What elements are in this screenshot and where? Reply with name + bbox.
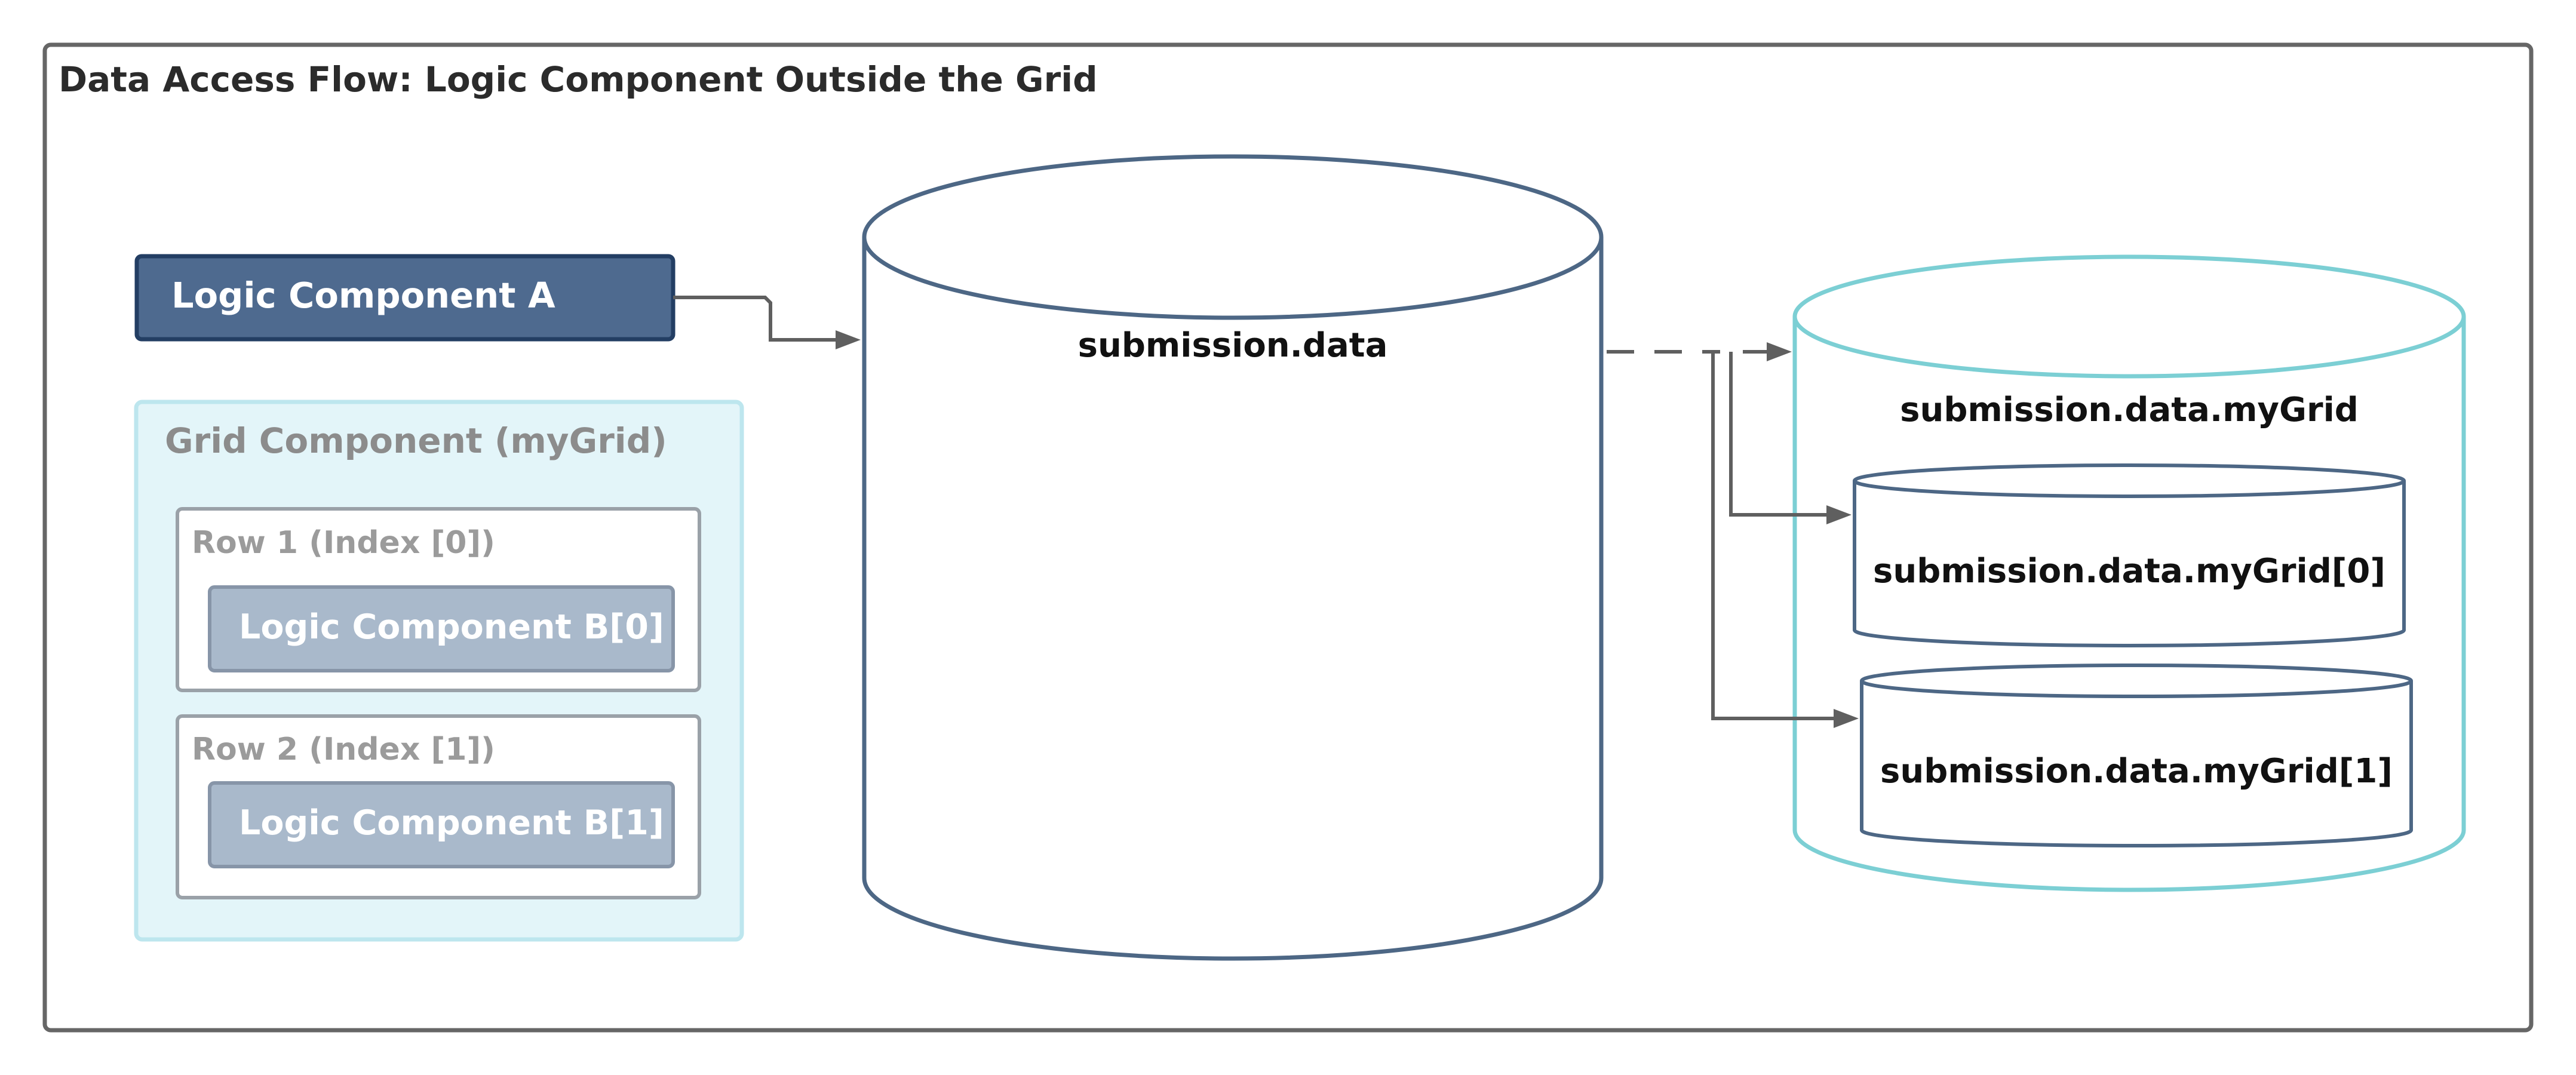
my-grid-item-0-cylinder: submission.data.myGrid[0] (1853, 463, 2406, 647)
my-grid-item-1-cylinder-body (1860, 681, 2413, 847)
grid-row-0: Row 1 (Index [0]) Logic Component B[0] (176, 507, 701, 692)
my-grid-item-0-cylinder-body (1853, 481, 2406, 647)
submission-data-cylinder-body (862, 237, 1604, 961)
grid-row-1: Row 2 (Index [1]) Logic Component B[1] (176, 714, 701, 899)
connector-to-my-grid-item-0-arrowhead (1826, 505, 1852, 524)
connector-a-to-submission-data-line (673, 296, 836, 342)
connector-submission-data-to-my-grid (1607, 342, 1792, 361)
grid-component-title: Grid Component (myGrid) (165, 420, 667, 461)
logic-component-b0-box (208, 585, 675, 672)
submission-data-label: submission.data (1078, 326, 1388, 365)
logic-component-b1-label: Logic Component B[1] (239, 803, 664, 843)
submission-data-cylinder: submission.data (862, 154, 1604, 961)
connector-to-my-grid-item-1 (1711, 352, 1859, 728)
connector-to-my-grid-item-1-arrowhead (1834, 709, 1859, 728)
grid-component: Grid Component (myGrid) Row 1 (Index [0]… (134, 400, 744, 942)
my-grid-item-0-label: submission.data.myGrid[0] (1873, 552, 2385, 591)
my-grid-label: submission.data.myGrid (1900, 391, 2359, 429)
logic-component-b1-box (208, 781, 675, 868)
my-grid-item-1-label: submission.data.myGrid[1] (1880, 752, 2393, 791)
connector-to-my-grid-item-0 (1729, 352, 1852, 524)
my-grid-cylinder-top (1792, 254, 2466, 379)
diagram-title: Data Access Flow: Logic Component Outsid… (59, 59, 1098, 100)
connector-submission-data-to-my-grid-arrowhead (1767, 342, 1792, 361)
diagram-frame (42, 42, 2534, 1033)
grid-row-1-title: Row 2 (Index [1]) (192, 732, 495, 767)
logic-component-b0-label: Logic Component B[0] (239, 607, 664, 647)
connector-a-to-submission-data-arrowhead (836, 330, 861, 349)
logic-component-a: Logic Component A (134, 254, 676, 342)
my-grid-item-0-cylinder-top (1853, 463, 2406, 498)
my-grid-item-1-cylinder: submission.data.myGrid[1] (1860, 664, 2413, 847)
my-grid-item-1-cylinder-top (1860, 664, 2413, 698)
connector-a-to-submission-data (673, 296, 861, 349)
connector-to-my-grid-item-1-line (1711, 352, 1834, 720)
submission-data-cylinder-top (862, 154, 1604, 320)
grid-row-0-title: Row 1 (Index [0]) (192, 525, 495, 561)
logic-component-a-label: Logic Component A (171, 275, 555, 316)
connector-to-my-grid-item-0-line (1729, 352, 1826, 517)
